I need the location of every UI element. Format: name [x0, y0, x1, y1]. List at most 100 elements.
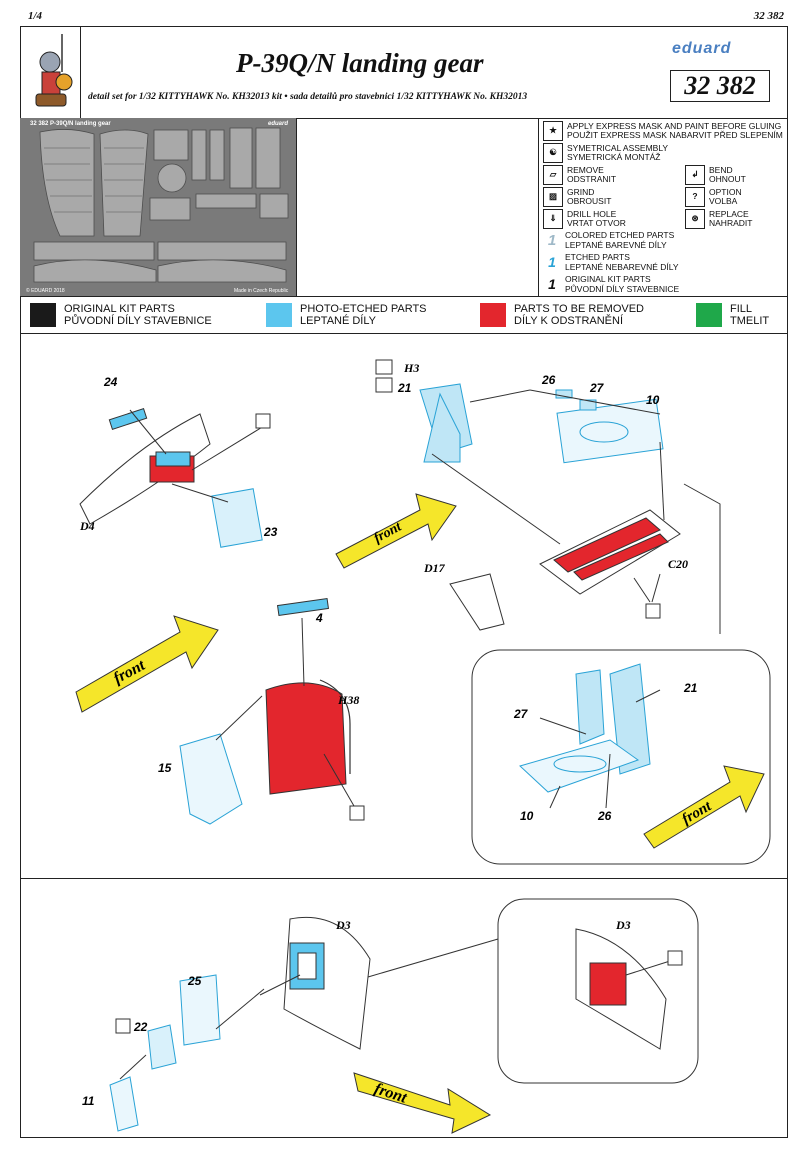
- kit-part-label: D3: [615, 918, 631, 932]
- legend-text: VRTAT OTVOR: [567, 218, 626, 228]
- legend-text: LEPTANÉ NEBAREVNÉ DÍLY: [565, 261, 679, 272]
- colored-part-icon: 1: [547, 231, 557, 249]
- legend-text: ETCHED PARTS: [565, 252, 630, 262]
- part-number: 27: [589, 381, 605, 395]
- color-key-label: PŮVODNÍ DÍLY STAVEBNICE: [64, 315, 212, 327]
- front-label: front: [372, 1080, 409, 1107]
- bend-icon: [375, 377, 393, 393]
- inset-assembly: [519, 663, 661, 809]
- knight-logo: [35, 34, 73, 107]
- legend-text: APPLY EXPRESS MASK AND PAINT BEFORE GLUI…: [567, 120, 782, 131]
- color-key-label: LEPTANÉ DÍLY: [300, 315, 377, 327]
- part-number: 22: [133, 1020, 148, 1034]
- legend-text: NAHRADIT: [709, 218, 753, 228]
- legend-text: SYMETRICKÁ MONTÁŽ: [567, 152, 661, 162]
- kit-part-label: C20: [668, 557, 688, 571]
- legend-text: ORIGINAL KIT PARTS: [565, 274, 651, 284]
- legend-text: LEPTANÉ BAREVNÉ DÍLY: [565, 239, 667, 250]
- bend-icon: ↲: [685, 165, 705, 185]
- legend-text: DRILL HOLE: [567, 208, 617, 219]
- legend-text: COLORED ETCHED PARTS: [565, 230, 675, 240]
- legend-text: PŮVODNÍ DÍLY STAVEBNICE: [565, 283, 680, 294]
- swatch-red: [480, 303, 506, 327]
- file-icon: ▨: [543, 187, 563, 207]
- color-key-label: TMELIT: [730, 315, 770, 327]
- d3-assembly: [109, 916, 499, 1132]
- kit-part-label: H3: [403, 361, 419, 375]
- page-frame: [20, 26, 788, 1138]
- fret-parts: [33, 127, 289, 283]
- replace-icon: ⊛: [685, 209, 705, 229]
- kit-part-icon: 1: [548, 275, 556, 292]
- bend-icon: [115, 1018, 131, 1034]
- detail-inset: [497, 898, 699, 1084]
- legend-text: OPTION: [709, 186, 742, 197]
- part-number: 4: [315, 611, 323, 625]
- detail-inset: [471, 649, 771, 865]
- front-arrow: [643, 765, 765, 849]
- legend-text: ODSTRANIT: [567, 174, 617, 184]
- star-icon: ★: [543, 121, 563, 141]
- etched-part-icon: 1: [548, 253, 556, 270]
- part-number: 11: [82, 1094, 95, 1108]
- page-code: 32 382: [753, 10, 784, 22]
- legend-text: REPLACE: [709, 208, 749, 219]
- front-arrow: [75, 615, 219, 713]
- divider: [20, 878, 788, 879]
- legend-text: VOLBA: [709, 196, 738, 206]
- kit-part-label: H38: [337, 693, 359, 707]
- legend-text: REMOVE: [567, 164, 604, 175]
- step2-diagram: D3 D3 25 22 11 front: [82, 898, 699, 1134]
- front-arrow: [353, 1072, 492, 1134]
- swatch-green: [696, 303, 722, 327]
- product-code: 32 382: [670, 70, 770, 102]
- question-icon: ?: [685, 187, 705, 207]
- divider: [20, 118, 788, 119]
- color-key-label: DÍLY K ODSTRANĚNÍ: [514, 315, 624, 327]
- part-number: 15: [158, 761, 172, 775]
- page-title: P-39Q/N landing gear: [236, 48, 484, 78]
- part-number: 25: [187, 974, 202, 988]
- color-key-label: ORIGINAL KIT PARTS: [64, 303, 175, 315]
- symbol-legend: ★ APPLY EXPRESS MASK AND PAINT BEFORE GL…: [538, 118, 788, 296]
- divider: [20, 333, 788, 334]
- d3-inset: [575, 928, 683, 1050]
- kit-part-label: D17: [423, 561, 446, 575]
- legend-express-mask: ★ APPLY EXPRESS MASK AND PAINT BEFORE GL…: [543, 121, 783, 141]
- color-key-label: PHOTO-ETCHED PARTS: [300, 303, 427, 315]
- part-number: 23: [263, 525, 278, 539]
- remove-icon: ▱: [543, 165, 563, 185]
- part-number: 21: [683, 681, 698, 695]
- fret-made-in: Made in Czech Republic: [234, 288, 289, 294]
- legend-text: GRIND: [567, 186, 595, 197]
- swatch-blue: [266, 303, 292, 327]
- legend-text: BEND: [709, 164, 733, 175]
- d4-assembly: [79, 408, 271, 548]
- part-number: 26: [541, 373, 556, 387]
- subtitle: detail set for 1/32 KITTYHAWK No. KH3201…: [88, 92, 528, 102]
- h38-assembly: [179, 598, 365, 825]
- photo-etch-fret: 32 382 P-39Q/N landing gear eduard: [20, 118, 297, 296]
- kit-part-label: D4: [79, 519, 95, 533]
- legend-text: SYMETRICAL ASSEMBLY: [567, 142, 669, 153]
- part-number: 21: [397, 381, 412, 395]
- part-number: 24: [103, 375, 118, 389]
- legend-text: OBROUSIT: [567, 196, 612, 206]
- legend-text: OHNOUT: [709, 174, 746, 184]
- color-key-label: FILL: [730, 303, 753, 315]
- color-key-label: PARTS TO BE REMOVED: [514, 303, 644, 315]
- c20-assembly: [419, 383, 721, 634]
- part-number: 10: [646, 393, 660, 407]
